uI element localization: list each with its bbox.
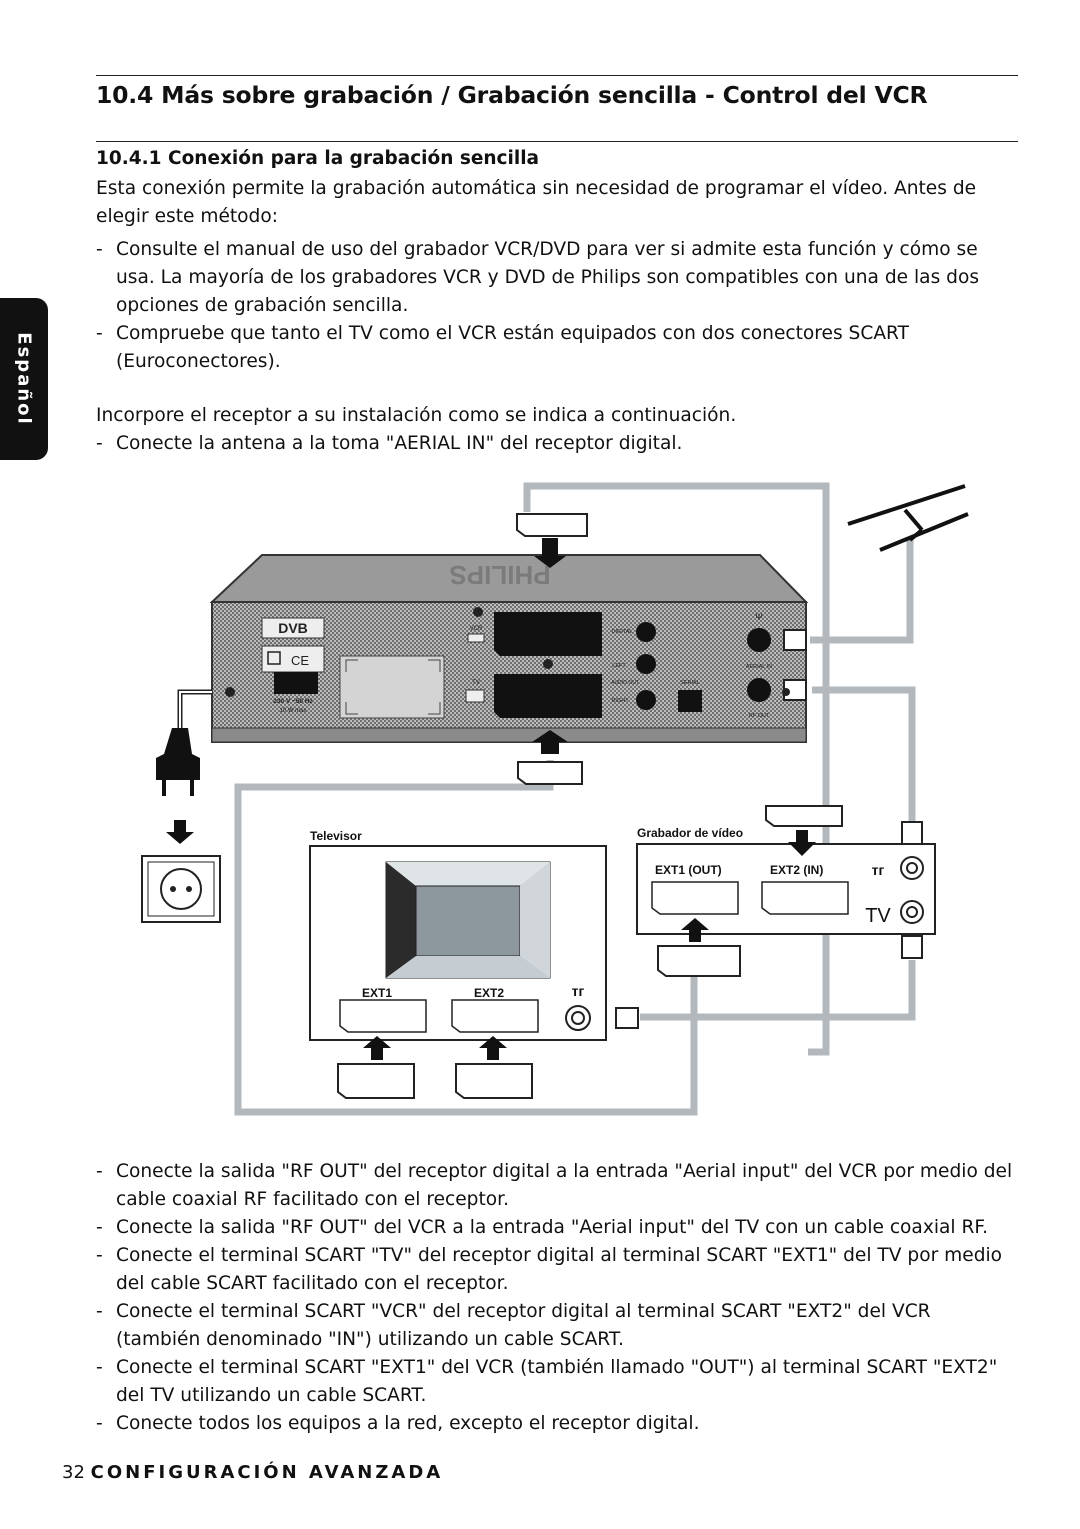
list-item: Conecte la salida "RF OUT" del receptor …: [96, 1158, 1018, 1214]
vcr-scart-label: VCR: [470, 626, 483, 632]
footer-section: CONFIGURACIÓN AVANZADA: [90, 1462, 444, 1483]
vcr-scart-plugs: [657, 805, 843, 977]
rf-out-label: RF OUT: [749, 713, 770, 719]
right-audio-label: RIGHT: [611, 698, 629, 704]
scart-plug-top: [516, 513, 588, 568]
language-tab-label: Español: [13, 332, 35, 426]
wall-socket-icon: [141, 855, 221, 923]
intro-paragraph: Esta conexión permite la grabación autom…: [96, 178, 977, 227]
connection-diagram: PHILIPS DVB CE 230 V ~50 Hz 10 W max VCR…: [141, 482, 969, 1116]
scart-plug-bottom: [517, 730, 583, 785]
brand-logo: PHILIPS: [449, 560, 550, 590]
mains-plug-icon: [156, 689, 212, 844]
left-audio-label: LEFT: [612, 663, 626, 669]
list-item: Compruebe que tanto el TV como el VCR es…: [96, 320, 1018, 376]
tv-ext1-label: EXT1: [362, 986, 392, 1000]
list-item: Conecte la antena a la toma "AERIAL IN" …: [96, 430, 1018, 458]
svg-text:ᴛᴦ: ᴛᴦ: [872, 862, 885, 878]
power-watt: 10 W max: [279, 708, 306, 714]
power-rating: 230 V ~50 Hz: [273, 698, 313, 705]
list-item: Conecte el terminal SCART "VCR" del rece…: [96, 1298, 1018, 1354]
svg-text:Ψ: Ψ: [755, 612, 763, 622]
page-footer: 32 CONFIGURACIÓN AVANZADA: [62, 1462, 443, 1483]
ce-mark: CE: [291, 653, 309, 668]
antenna-icon: [847, 484, 969, 552]
list-item: Conecte la salida "RF OUT" del VCR a la …: [96, 1214, 1018, 1242]
audio-out-label: AUDIO OUT: [611, 680, 639, 686]
list-item: Conecte el terminal SCART "EXT1" del VCR…: [96, 1354, 1018, 1410]
grabador-label: Grabador de vídeo: [637, 826, 743, 840]
digital-audio-label: DIGITAL: [612, 629, 633, 635]
connection-steps: Conecte la salida "RF OUT" del receptor …: [96, 1158, 1018, 1438]
language-tab: Español: [0, 298, 48, 460]
vcr-ext1-label: EXT1 (OUT): [655, 863, 722, 877]
tv-scart-plugs: [337, 1036, 533, 1099]
vcr-tv-mark: TV: [865, 905, 891, 927]
requirements-list: Consulte el manual de uso del grabador V…: [96, 236, 1018, 376]
list-item: Consulte el manual de uso del grabador V…: [96, 236, 1018, 320]
page-title: 10.4 Más sobre grabación / Grabación sen…: [96, 81, 928, 109]
video-recorder: Grabador de vídeo EXT1 (OUT) EXT2 (IN) ᴛ…: [636, 821, 936, 959]
list-item: Conecte todos los equipos a la red, exce…: [96, 1410, 1018, 1438]
digital-receiver: PHILIPS DVB CE 230 V ~50 Hz 10 W max VCR…: [209, 554, 809, 743]
dvb-logo: DVB: [278, 620, 308, 636]
heading-rule: [96, 141, 1018, 142]
top-rule: [96, 75, 1018, 76]
serial-label: SERIAL: [680, 680, 700, 686]
page-number: 32: [62, 1462, 85, 1483]
list-item: Conecte el terminal SCART "TV" del recep…: [96, 1242, 1018, 1298]
aerial-in-label: AERIAL IN: [746, 664, 772, 670]
tv-ext2-label: EXT2: [474, 986, 504, 1000]
install-intro: Incorpore el receptor a su instalación c…: [96, 405, 737, 426]
section-subtitle: 10.4.1 Conexión para la grabación sencil…: [96, 148, 540, 169]
vcr-ext2-label: EXT2 (IN): [770, 863, 823, 877]
television: Televisor EXT1 EXT2 ᴛᴦ: [309, 829, 639, 1041]
televisor-label: Televisor: [310, 829, 362, 843]
install-list: Conecte la antena a la toma "AERIAL IN" …: [96, 430, 1018, 458]
tv-scart-label: TV: [472, 680, 480, 686]
svg-text:ᴛᴦ: ᴛᴦ: [572, 983, 585, 999]
